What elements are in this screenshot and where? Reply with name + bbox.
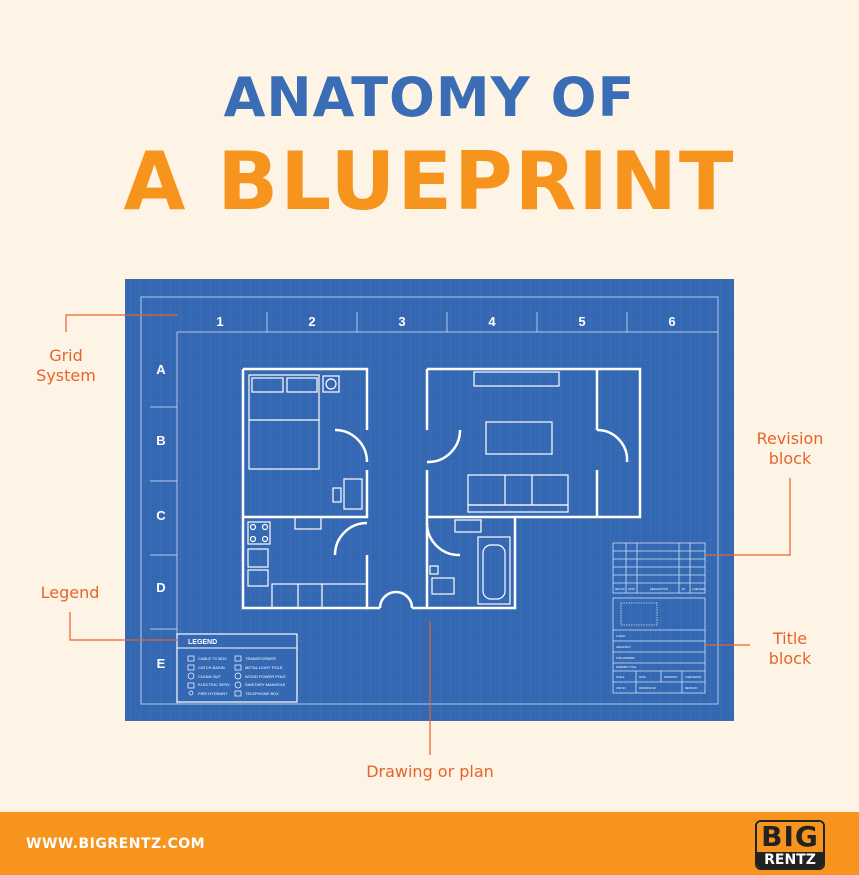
grid-row-e: E xyxy=(157,656,166,671)
legend-item: CABLE TV BOX xyxy=(198,656,227,661)
legend-item: SANITARY MANHOLE xyxy=(245,682,286,687)
title-field: REVISION xyxy=(685,686,698,690)
title-field: JOB NO xyxy=(616,686,626,690)
footer: WWW.BIGRENTZ.COM BIG RENTZ xyxy=(0,812,859,875)
grid-col-6: 6 xyxy=(668,314,675,329)
legend-item: ELECTRIC SERV. xyxy=(198,682,230,687)
revision-header: CHECKED xyxy=(692,587,705,591)
grid-col-5: 5 xyxy=(578,314,585,329)
legend-item: WOOD POWER POLE xyxy=(245,674,286,679)
revision-header: DATE xyxy=(628,587,635,591)
revision-header: DESCRIPTION xyxy=(650,587,668,591)
title-field: SITE ADDRESS xyxy=(616,656,635,660)
legend-item: TRANSFORMER xyxy=(245,656,276,661)
legend-item: FIRE HYDRANT xyxy=(198,691,228,696)
title-field: DRAWING NO xyxy=(639,686,656,690)
title-field: DRAWN BY xyxy=(664,675,678,679)
title-field: ARCHITECT xyxy=(616,645,631,649)
grid-col-1: 1 xyxy=(216,314,223,329)
floor-plan xyxy=(241,367,642,610)
grid-col-2: 2 xyxy=(308,314,315,329)
logo-big: BIG xyxy=(757,822,823,852)
grid-col-4: 4 xyxy=(488,314,496,329)
legend-item: METAL LIGHT POLE xyxy=(245,665,283,670)
grid-col-3: 3 xyxy=(398,314,405,329)
grid-row-a: A xyxy=(156,362,166,377)
title-field: SCALE xyxy=(616,675,625,679)
legend-item: CLEAN OUT xyxy=(198,674,221,679)
title-field: DRAWING TITLE xyxy=(616,665,636,669)
legend-item: CATCH BASIN xyxy=(198,665,225,670)
grid-row-d: D xyxy=(156,580,165,595)
legend-box: LEGEND CABLE TV BOX CATCH BASIN CLEAN OU… xyxy=(176,633,298,703)
label-drawing-or-plan: Drawing or plan xyxy=(366,762,494,781)
title-field: CHECKED BY xyxy=(685,675,702,679)
title-line-2: A BLUEPRINT xyxy=(123,135,736,228)
logo-rentz: RENTZ xyxy=(757,852,823,868)
label-title-block: Title block xyxy=(768,629,812,668)
grid-row-c: C xyxy=(156,508,166,523)
bigrentz-logo: BIG RENTZ xyxy=(755,820,825,870)
title-line-1: ANATOMY OF xyxy=(223,66,636,129)
website-link[interactable]: WWW.BIGRENTZ.COM xyxy=(26,836,206,852)
label-revision-block: Revision block xyxy=(756,429,824,468)
leader-lines xyxy=(65,314,791,755)
legend-title: LEGEND xyxy=(188,639,217,646)
grid-row-b: B xyxy=(156,433,165,448)
revision-header: REV NO xyxy=(615,587,625,591)
title-block xyxy=(612,597,706,694)
revision-header: BY xyxy=(682,587,686,591)
label-grid-system: Grid System xyxy=(36,346,96,385)
legend-item: TELEPHONE BOX xyxy=(245,691,279,696)
revision-block xyxy=(612,542,706,594)
title-field: CLIENT xyxy=(616,634,626,638)
title-field: DATE xyxy=(639,675,646,679)
label-legend: Legend xyxy=(40,583,100,602)
